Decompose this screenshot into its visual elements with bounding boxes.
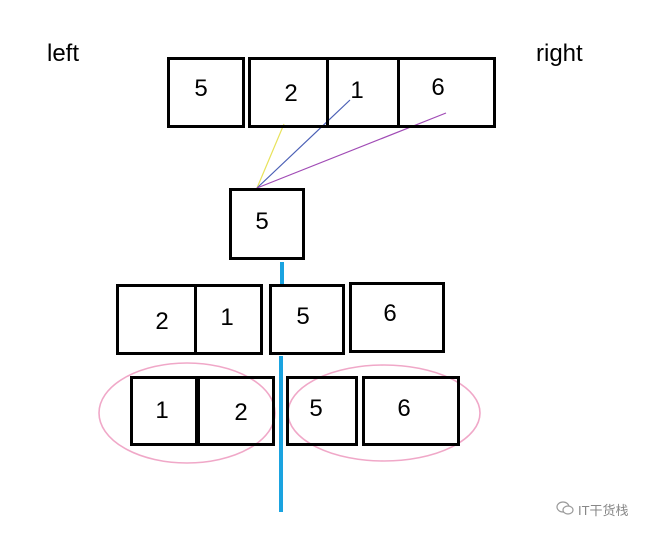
right-label: right [536, 40, 583, 67]
array-value: 1 [350, 77, 364, 104]
array-cell-group [248, 57, 496, 128]
sorted-value: 5 [309, 395, 323, 422]
pivot-value: 5 [255, 208, 269, 235]
partition-pivot-cell [269, 284, 345, 355]
watermark-text: IT干货栈 [578, 503, 629, 518]
partition-left-divider [194, 284, 197, 355]
sorted-cell-0 [130, 376, 198, 446]
partition-value: 6 [383, 300, 397, 327]
array-cell-divider-1 [326, 57, 329, 128]
left-group-ellipse [98, 362, 276, 464]
sorted-value: 6 [397, 395, 411, 422]
blue-connector [256, 99, 351, 189]
sorted-cell-2 [286, 376, 358, 446]
wechat-icon [556, 500, 574, 519]
array-value: 6 [431, 74, 445, 101]
array-cell-divider-2 [397, 57, 400, 128]
watermark: IT干货栈 [556, 500, 629, 519]
sorted-value: 1 [155, 397, 169, 424]
array-value: 5 [194, 75, 208, 102]
array-value: 2 [284, 80, 298, 107]
pivot-cell [229, 188, 305, 260]
partition-right-cell [349, 282, 445, 353]
partition-value: 2 [155, 308, 169, 335]
sorted-cell-1 [197, 376, 275, 446]
partition-value: 1 [220, 304, 234, 331]
partition-left-group [116, 284, 263, 355]
sorted-cell-3 [362, 376, 460, 446]
left-label: left [47, 40, 80, 67]
sorted-value: 2 [234, 399, 248, 426]
yellow-connector [256, 123, 285, 189]
partition-value: 5 [296, 303, 310, 330]
array-cell-0 [167, 57, 245, 128]
